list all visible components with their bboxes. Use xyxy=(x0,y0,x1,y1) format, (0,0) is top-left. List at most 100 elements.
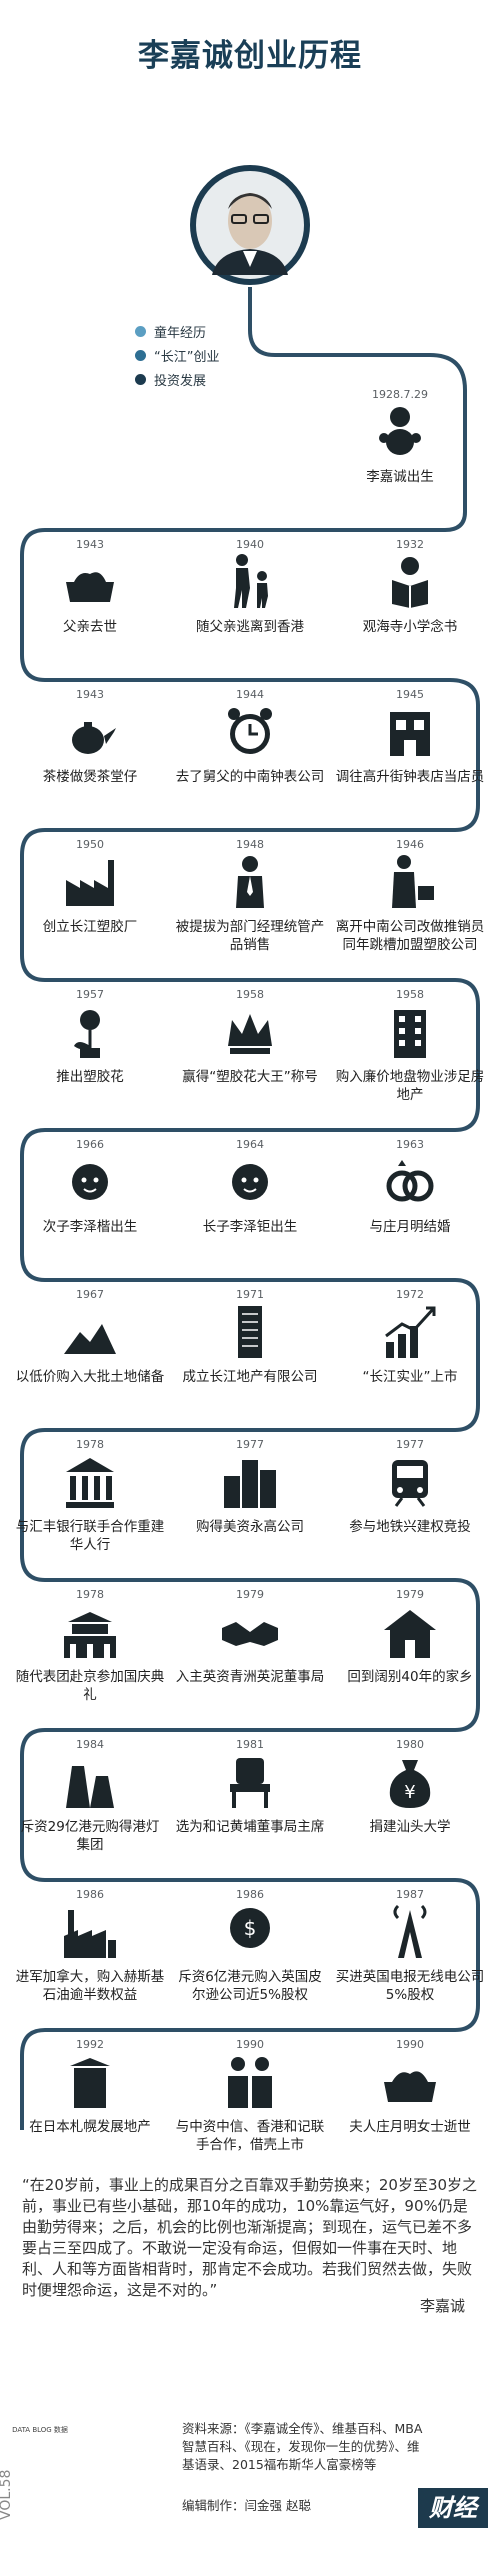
legend-item-investment: 投资发展 xyxy=(135,370,206,389)
event-label: 推出塑胶花 xyxy=(56,1069,124,1085)
event-label: 茶楼做煲茶堂仔 xyxy=(42,769,138,785)
event-year: 1990 xyxy=(236,2038,264,2051)
event-year: 1967 xyxy=(76,1288,104,1301)
handshake-icon xyxy=(222,1622,278,1646)
event-year: 1972 xyxy=(396,1288,424,1301)
event-label: 被提拔为部门经理统管产品销售 xyxy=(175,919,325,953)
event-label: 进军加拿大，购入赫斯基石油逾半数权益 xyxy=(15,1969,165,2003)
land-icon xyxy=(64,1324,116,1354)
radio-tower-icon xyxy=(393,1904,427,1958)
timeline-route xyxy=(20,287,480,2130)
event-label: 李嘉诚出生 xyxy=(366,469,434,485)
oil-factory-icon xyxy=(64,1910,116,1958)
legend-dot-icon xyxy=(135,374,146,385)
train-icon xyxy=(392,1460,428,1507)
plastic-flower-icon xyxy=(74,1010,100,1058)
event-year: 1944 xyxy=(236,688,264,701)
event-label: 捐建汕头大学 xyxy=(369,1819,451,1835)
baby-icon xyxy=(379,407,421,455)
event-year: 1979 xyxy=(236,1588,264,1601)
event-year: 1943 xyxy=(76,688,104,701)
coffin-icon xyxy=(66,572,114,602)
event-label: 以低价购入大批土地储备 xyxy=(15,1369,165,1385)
event-label: 随代表团赴京参加国庆典礼 xyxy=(15,1669,165,1703)
event-label: 随父亲逃离到香港 xyxy=(196,619,304,635)
event-year: 1958 xyxy=(236,988,264,1001)
father-son-walking-icon xyxy=(234,554,268,608)
volume-label: VOL.58 xyxy=(0,2469,14,2520)
event-year: 1977 xyxy=(396,1438,424,1451)
sources-text: 资料来源：《李嘉诚全传》、维基百科、MBA智慧百科、《现在，发现你一生的优势》、… xyxy=(182,2421,423,2472)
event-label: 观海寺小学念书 xyxy=(362,619,458,635)
event-label: 入主英资青洲英泥董事局 xyxy=(175,1669,325,1685)
baby-icon xyxy=(232,1164,268,1200)
event-year: 1986 xyxy=(236,1888,264,1901)
event-year: 1966 xyxy=(76,1138,104,1151)
legend-label: 童年经历 xyxy=(154,326,207,341)
watch-shop-icon xyxy=(390,712,430,756)
event-label: 长子李泽钜出生 xyxy=(202,1219,298,1235)
event-year: 1957 xyxy=(76,988,104,1001)
legend-item-childhood: 童年经历 xyxy=(135,322,206,341)
event-year: 1950 xyxy=(76,838,104,851)
crown-icon xyxy=(228,1014,272,1054)
event-label: 参与地铁兴建权竞投 xyxy=(349,1519,471,1535)
japan-building-icon xyxy=(70,2058,110,2108)
event-label: 与中资中信、香港和记联手合作，借壳上市 xyxy=(175,2119,325,2153)
legend-label: “长江”创业 xyxy=(154,350,220,365)
event-year: 1971 xyxy=(236,1288,264,1301)
event-year: 1980 xyxy=(396,1738,424,1751)
legend-dot-icon xyxy=(135,326,146,337)
coffin-icon xyxy=(384,2071,436,2102)
reading-child-icon xyxy=(392,557,428,608)
event-label: 购得美资永高公司 xyxy=(196,1519,304,1535)
quote-author: 李嘉诚 xyxy=(420,2297,466,2315)
alarm-clock-icon xyxy=(228,708,272,754)
partnership-icon xyxy=(228,2057,272,2108)
event-label: 次子李泽楷出生 xyxy=(42,1219,138,1235)
event-year: 1948 xyxy=(236,838,264,851)
event-year: 1981 xyxy=(236,1738,264,1751)
event-label: 买进英国电报无线电公司5%股权 xyxy=(335,1969,485,2003)
tower-icon xyxy=(238,1306,262,1358)
event-year: 1986 xyxy=(76,1888,104,1901)
event-year: 1940 xyxy=(236,538,264,551)
bank-icon xyxy=(66,1458,114,1508)
editor-credit: 编辑制作：闫金强 赵聪 xyxy=(182,2498,311,2513)
factory-icon xyxy=(66,860,114,906)
event-year: 1946 xyxy=(396,838,424,851)
event-label: 创立长江塑胶厂 xyxy=(42,919,138,935)
page-title: 李嘉诚创业历程 xyxy=(138,38,362,74)
event-label: 夫人庄月明女士逝世 xyxy=(349,2119,471,2135)
chair-icon xyxy=(230,1758,270,1808)
event-label: 调往高升街钟表店当店员 xyxy=(335,769,485,785)
event-label: 离开中南公司改做推销员同年跳槽加盟塑胶公司 xyxy=(335,919,485,953)
event-label: “长江实业”上市 xyxy=(362,1369,458,1385)
building-icon xyxy=(394,1010,426,1058)
brand-tag: DATA BLOG 数据 xyxy=(12,2426,68,2434)
brand-logo[interactable]: 财经 xyxy=(418,2488,488,2528)
event-year: 1978 xyxy=(76,1438,104,1451)
teapot-icon xyxy=(72,722,116,754)
event-label: 与汇丰银行联手合作重建华人行 xyxy=(15,1519,165,1553)
legend-label: 投资发展 xyxy=(154,374,207,389)
event-year: 1928.7.29 xyxy=(372,388,428,401)
event-label: 在日本札幌发展地产 xyxy=(29,2119,151,2135)
svg-text:$: $ xyxy=(244,1916,257,1940)
event-year: 1979 xyxy=(396,1588,424,1601)
rings-icon xyxy=(386,1160,434,1202)
event-year: 1963 xyxy=(396,1138,424,1151)
event-label: 选为和记黄埔董事局主席 xyxy=(175,1819,325,1835)
buildings-icon xyxy=(224,1460,276,1508)
quote-text: “在20岁前，事业上的成果百分之百靠双手勤劳换来；20岁至30岁之前，事业已有些… xyxy=(22,2176,478,2299)
event-year: 1945 xyxy=(396,688,424,701)
power-plant-icon xyxy=(66,1766,114,1808)
event-label: 斥资6亿港元购入英国皮尔逊公司近5%股权 xyxy=(178,1969,322,2003)
manager-icon xyxy=(236,856,264,908)
stock-chart-icon xyxy=(385,1306,436,1358)
money-bag-icon: ¥ xyxy=(389,1760,431,1808)
house-icon xyxy=(384,1610,436,1658)
event-label: 回到阔别40年的家乡 xyxy=(347,1669,473,1685)
legend-dot-icon xyxy=(135,350,146,361)
event-year: 1958 xyxy=(396,988,424,1001)
